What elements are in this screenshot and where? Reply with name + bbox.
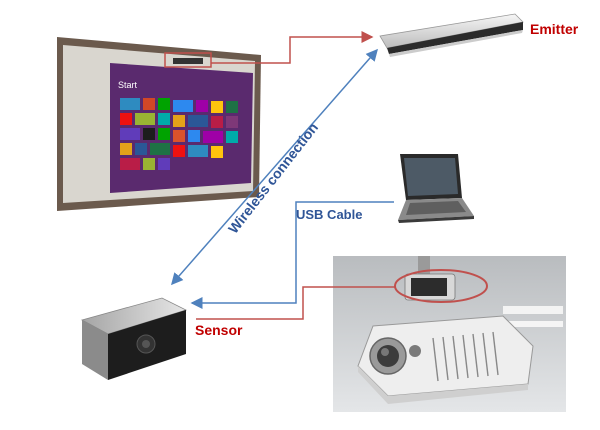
laptop [398,154,474,223]
emitter-device [379,13,524,57]
sensor-label: Sensor [195,322,243,338]
usb-cable-label: USB Cable [296,207,363,222]
usb-cable-connector [190,201,394,309]
screen-to-emitter-connector [211,31,374,64]
emitter-label: Emitter [530,21,579,37]
sensor-device [80,297,188,380]
start-label: Start [118,80,138,90]
sensor-highlight-ellipse [394,269,488,303]
projector-to-sensor-connector [196,286,395,320]
wireless-connector [171,48,378,286]
